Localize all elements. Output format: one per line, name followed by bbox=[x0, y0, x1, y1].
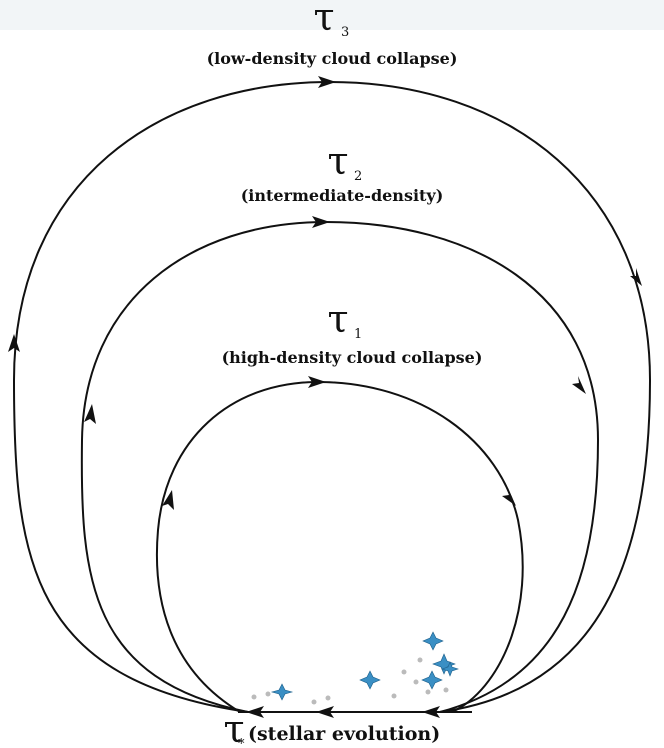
arrow-tau3-left bbox=[8, 334, 20, 352]
arrow-bottom-1 bbox=[246, 706, 264, 718]
tau2-label: (intermediate-density) bbox=[241, 186, 444, 205]
cluster-dot bbox=[401, 669, 407, 675]
cluster-dot bbox=[425, 689, 431, 695]
star-icon bbox=[422, 631, 444, 651]
arrow-bottom-2 bbox=[316, 706, 334, 718]
tau3-subscript: 3 bbox=[341, 25, 349, 40]
arrow-tau3-right bbox=[630, 268, 642, 286]
loop-tau2 bbox=[80, 220, 600, 713]
cluster-dot bbox=[443, 687, 449, 693]
tau1-label: (high-density cloud collapse) bbox=[222, 348, 483, 367]
cluster-dot bbox=[413, 679, 419, 685]
label-tau2: τ 2 (intermediate-density) bbox=[241, 139, 444, 205]
header-band bbox=[0, 0, 664, 30]
tau3-symbol: τ bbox=[313, 0, 334, 39]
arrow-tau1-right bbox=[502, 488, 516, 506]
cluster-dot bbox=[265, 691, 271, 697]
tau1-subscript: 1 bbox=[354, 327, 362, 342]
arrow-bottom-3 bbox=[422, 706, 440, 718]
cluster-dot bbox=[325, 695, 331, 701]
blue-stars bbox=[270, 631, 459, 701]
tau-star-subscript: * bbox=[238, 737, 245, 748]
tau3-label: (low-density cloud collapse) bbox=[207, 49, 458, 68]
star-icon bbox=[441, 661, 459, 677]
star-icon bbox=[270, 683, 294, 701]
star-cluster-dots bbox=[251, 657, 449, 705]
arrow-tau1-left bbox=[162, 490, 174, 510]
tau2-symbol: τ bbox=[327, 139, 348, 183]
stellar-evolution-label: (stellar evolution) bbox=[248, 723, 440, 745]
arrow-tau2-top bbox=[312, 216, 330, 228]
star-icon bbox=[359, 670, 381, 690]
cluster-dot bbox=[251, 694, 257, 700]
tau1-symbol: τ bbox=[327, 297, 348, 341]
arrow-tau2-left bbox=[84, 404, 96, 424]
cluster-dot bbox=[311, 699, 317, 705]
tau2-subscript: 2 bbox=[354, 169, 362, 184]
arrow-tau3-top bbox=[318, 76, 336, 88]
star-icon bbox=[421, 670, 443, 690]
label-stellar-evolution: τ * (stellar evolution) bbox=[223, 707, 440, 748]
tau-star-symbol: τ bbox=[223, 707, 244, 748]
arrowheads bbox=[8, 76, 642, 718]
cluster-dot bbox=[417, 657, 423, 663]
cluster-dot bbox=[391, 693, 397, 699]
arrow-tau1-top bbox=[308, 376, 326, 388]
star-icon bbox=[432, 653, 456, 675]
label-tau3: τ 3 (low-density cloud collapse) bbox=[207, 0, 458, 68]
loop-tau1 bbox=[155, 380, 524, 713]
arrow-tau2-right bbox=[572, 376, 586, 394]
label-tau1: τ 1 (high-density cloud collapse) bbox=[222, 297, 483, 367]
